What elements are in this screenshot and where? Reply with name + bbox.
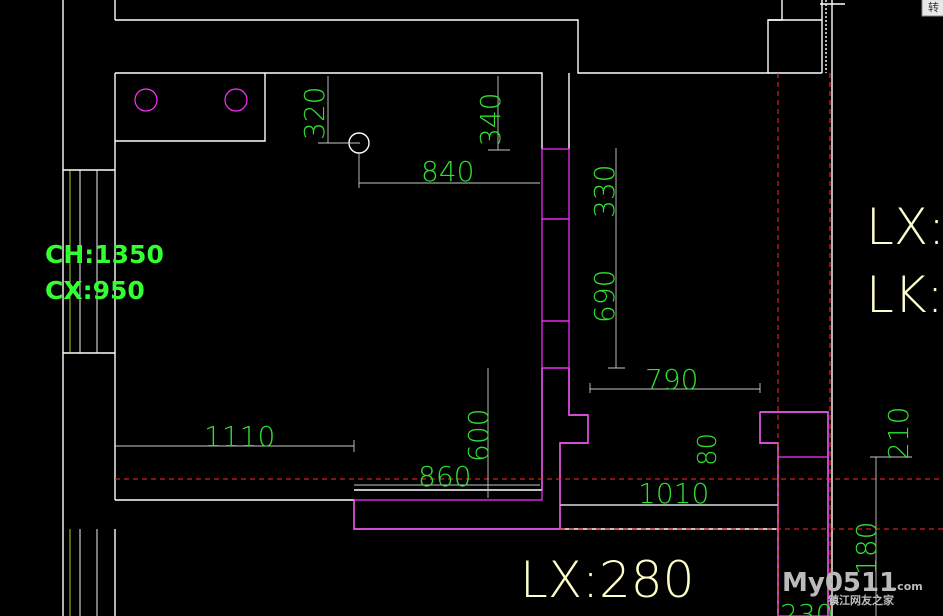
dim-1110: 1110: [204, 420, 275, 453]
dim-340: 340: [474, 93, 507, 146]
guide-lines: [115, 73, 943, 616]
watermark-domain: .com: [893, 580, 923, 593]
left-window: [69, 170, 98, 616]
dim-690: 690: [588, 270, 621, 323]
dimension-lines: [115, 76, 912, 616]
dim-80: 80: [693, 433, 723, 466]
dim-860: 860: [418, 460, 471, 493]
hatched-columns: [353, 148, 829, 616]
watermark-brand: My0511: [782, 568, 897, 598]
note-ch: CH:1350: [45, 240, 164, 269]
corner-tab-label: 转: [928, 0, 939, 14]
label-lk-right: LK:: [866, 266, 943, 324]
dim-230: 230: [780, 598, 833, 616]
dim-320: 320: [298, 87, 331, 140]
watermark-tagline: 镇江网友之家: [828, 593, 895, 607]
large-labels: LX:280 LX: LK:: [520, 198, 943, 609]
dim-840: 840: [421, 155, 474, 188]
watermark: My0511 .com 镇江网友之家: [782, 568, 923, 607]
dim-600: 600: [462, 409, 495, 462]
dim-790: 790: [645, 363, 698, 396]
dim-210: 210: [882, 407, 915, 460]
corner-tab[interactable]: 转: [921, 0, 943, 17]
dimension-labels: 320 340 840 330 690 790 1110 860 600 80 …: [204, 87, 915, 616]
label-lx-bottom: LX:280: [520, 551, 694, 609]
pipe-circles: [134, 88, 248, 112]
dim-330: 330: [588, 165, 621, 218]
notes: CH:1350 CX:950: [45, 240, 164, 305]
dim-180: 180: [850, 522, 883, 575]
note-cx: CX:950: [45, 276, 145, 305]
wall-lines: [62, 0, 845, 616]
label-lx-right: LX:: [866, 198, 943, 256]
dim-1010: 1010: [638, 477, 709, 510]
